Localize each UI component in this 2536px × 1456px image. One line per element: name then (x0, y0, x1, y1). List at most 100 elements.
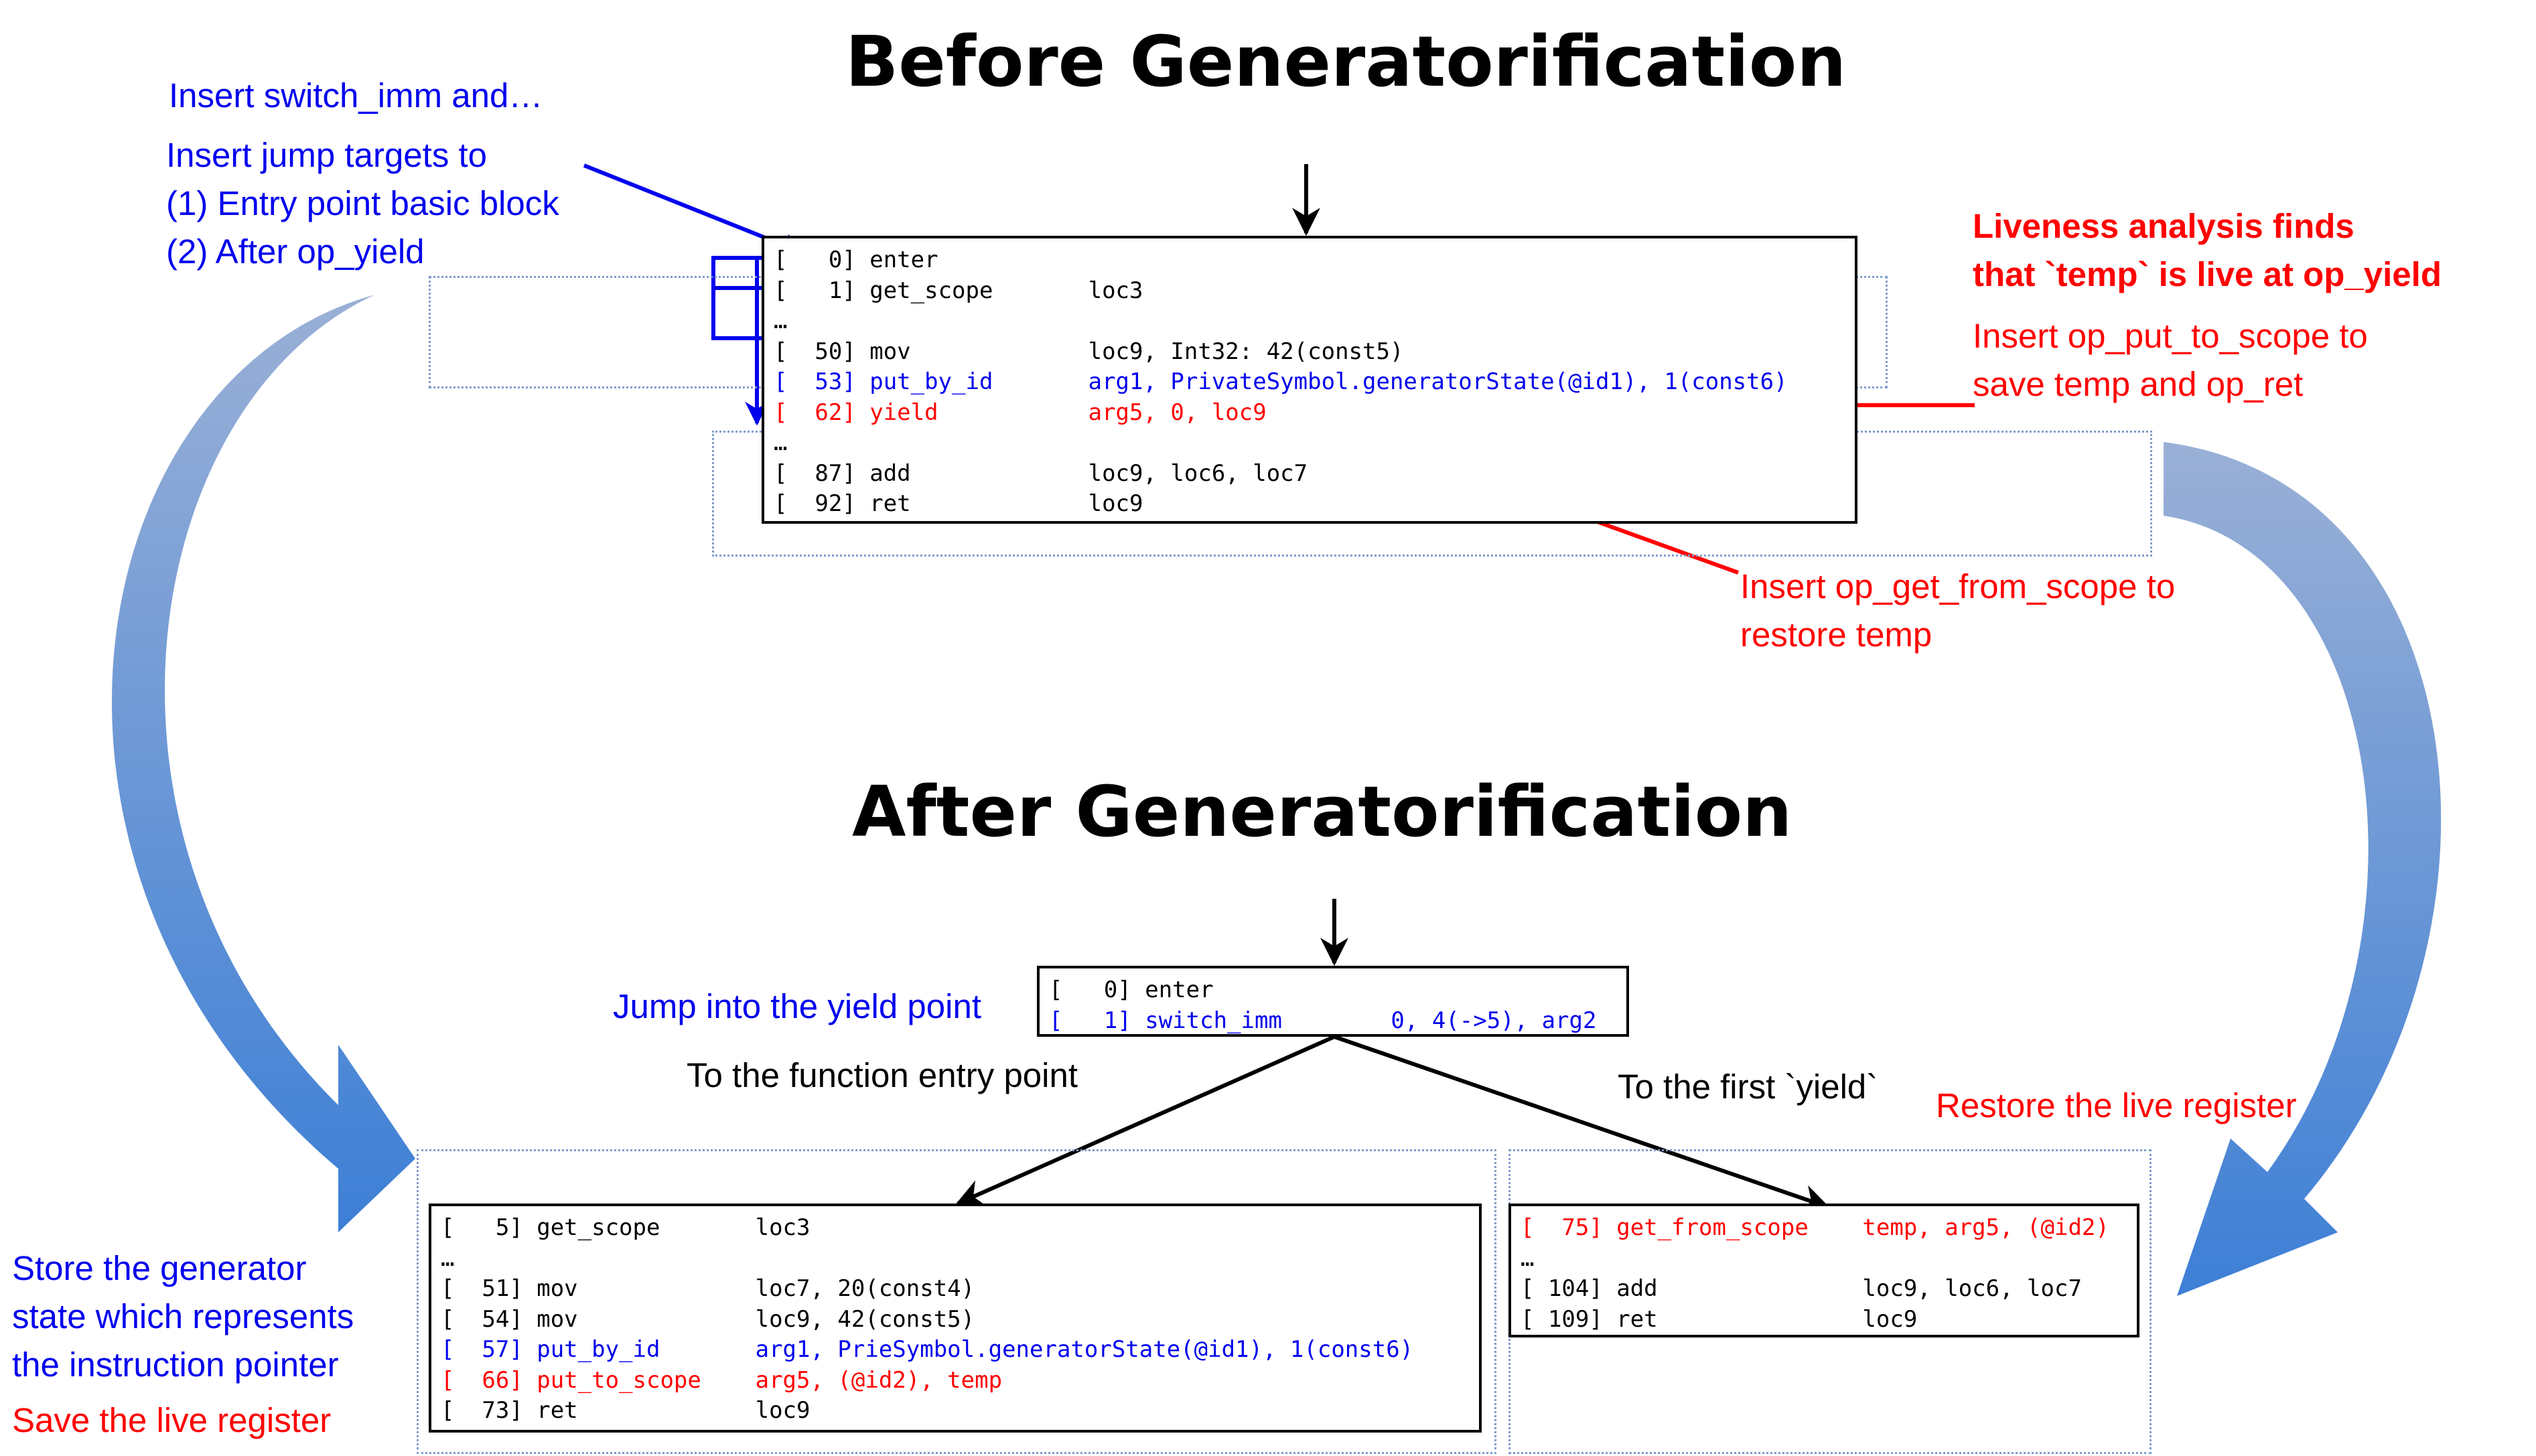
code-opcode: put_to_scope (537, 1366, 701, 1394)
code-operands: arg5, (@id2), temp (755, 1366, 1003, 1394)
code-index: [ 62] (774, 398, 856, 426)
code-index: [ 1] (774, 277, 856, 304)
note-liveness-line: that `temp` is live at op_yield (1973, 255, 2442, 293)
code-line: [ 66] put_to_scope arg5, (@id2), temp (441, 1366, 1470, 1396)
code-operands: arg1, PrieSymbol.generatorState(@id1), 1… (755, 1336, 1414, 1363)
code-line: [ 53] put_by_id arg1, PrivateSymbol.genera… (774, 367, 1845, 398)
code-index: [ 73] (441, 1397, 523, 1424)
code-line: … (774, 306, 1845, 337)
code-operands: loc9 (1862, 1305, 1918, 1333)
code-opcode: ret (869, 490, 911, 517)
code-line: [ 109] ret loc9 (1521, 1305, 2127, 1335)
code-index: [ 87] (774, 459, 856, 487)
code-index: [ 92] (774, 490, 856, 517)
code-operands: loc9 (1088, 490, 1143, 517)
code-operands: arg5, 0, loc9 (1088, 398, 1267, 426)
code-line: [ 1] switch_imm 0, 4(->5), arg2 (1049, 1006, 1617, 1037)
note-get-from-scope-line: restore temp (1740, 615, 1932, 654)
code-line: [ 62] yield arg5, 0, loc9 (774, 398, 1845, 429)
note-get-from-scope-line: Insert op_get_from_scope to (1740, 567, 2176, 605)
code-operands: arg1, PrivateSymbol.generatorState(@id1)… (1088, 368, 1788, 395)
code-index: [ 57] (441, 1336, 523, 1363)
code-line: [ 0] enter (774, 245, 1845, 276)
code-index: [ 0] (1049, 976, 1131, 1003)
code-opcode: add (869, 459, 911, 487)
note-store-state-line: state which represents (12, 1297, 354, 1335)
dashed-region-left (417, 1149, 1496, 1454)
code-index: [ 50] (774, 338, 856, 365)
code-operands: loc9, loc6, loc7 (1088, 459, 1308, 487)
code-opcode: yield (869, 398, 938, 426)
jump-bracket (711, 256, 784, 340)
code-index: [ 1] (1049, 1007, 1131, 1034)
code-opcode: get_scope (869, 277, 993, 304)
code-line: [ 1] get_scope loc3 (774, 276, 1845, 307)
code-opcode: put_by_id (537, 1336, 660, 1363)
code-index: … (1521, 1244, 1535, 1272)
note-insert-switch: Insert switch_imm and… (169, 76, 543, 115)
note-put-to-scope: Insert op_put_to_scope to save temp and … (1973, 312, 2368, 409)
code-opcode: put_by_id (869, 368, 993, 395)
code-opcode: get_scope (537, 1214, 660, 1241)
code-operands: loc9 (755, 1397, 811, 1424)
note-restore-live: Restore the live register (1936, 1086, 2297, 1124)
title-before: Before Generatorification (845, 21, 1847, 102)
code-index: [ 104] (1521, 1275, 1603, 1302)
code-operands: loc9, Int32: 42(const5) (1088, 338, 1404, 365)
code-line: [ 5] get_scope loc3 (441, 1213, 1470, 1244)
code-index: [ 5] (441, 1214, 523, 1241)
note-liveness-line: Liveness analysis finds (1973, 207, 2354, 245)
code-opcode: add (1616, 1275, 1658, 1302)
code-opcode: ret (1616, 1305, 1658, 1333)
note-get-from-scope: Insert op_get_from_scope to restore temp (1740, 563, 2175, 659)
code-line: [ 104] add loc9, loc6, loc7 (1521, 1274, 2127, 1305)
code-operands: loc3 (755, 1214, 811, 1241)
code-index: [ 66] (441, 1366, 523, 1394)
code-line: [ 92] ret loc9 (774, 489, 1845, 520)
code-index: [ 109] (1521, 1305, 1603, 1333)
note-liveness: Liveness analysis finds that `temp` is l… (1973, 202, 2442, 299)
note-to-first-yield: To the first `yield` (1618, 1068, 1878, 1106)
note-store-state: Store the generator state which represen… (12, 1244, 354, 1389)
note-store-state-line: the instruction pointer (12, 1345, 339, 1384)
note-jump-targets-line: (1) Entry point basic block (166, 184, 559, 222)
code-operands: temp, arg5, (@id2) (1862, 1214, 2109, 1241)
note-to-entry: To the function entry point (687, 1056, 1078, 1094)
code-after-left: [ 5] get_scope loc3 …[ 51] mov loc7, 20(const… (429, 1204, 1482, 1433)
code-index: [ 0] (774, 246, 856, 273)
code-line: [ 0] enter (1049, 975, 1617, 1006)
code-operands: loc7, 20(const4) (755, 1275, 975, 1302)
code-opcode: mov (537, 1275, 578, 1302)
code-index: [ 53] (774, 368, 856, 395)
code-operands: 0, 4(->5), arg2 (1391, 1007, 1597, 1034)
right-sweep-arrow (2164, 442, 2442, 1296)
code-opcode: mov (537, 1305, 578, 1333)
note-save-live: Save the live register (12, 1401, 332, 1439)
code-line: … (774, 428, 1845, 459)
branch-arrow-entry (955, 1035, 1336, 1206)
code-index: [ 75] (1521, 1214, 1603, 1241)
code-index: [ 51] (441, 1275, 523, 1302)
code-line: … (441, 1244, 1470, 1275)
code-line: … (1521, 1244, 2127, 1275)
code-index: … (774, 307, 788, 334)
branch-arrow-yield (1334, 1035, 1830, 1212)
note-jump-targets-line: (2) After op_yield (166, 232, 425, 271)
code-operands: loc3 (1088, 277, 1143, 304)
code-opcode: switch_imm (1145, 1007, 1282, 1034)
code-line: [ 54] mov loc9, 42(const5) (441, 1305, 1470, 1335)
code-operands: loc9, loc6, loc7 (1862, 1275, 2082, 1302)
code-line: [ 73] ret loc9 (441, 1396, 1470, 1427)
note-put-to-scope-line: Insert op_put_to_scope to (1973, 317, 2368, 355)
code-operands: loc9, 42(const5) (755, 1305, 975, 1333)
code-opcode: ret (537, 1397, 578, 1424)
code-line: [ 57] put_by_id arg1, PrieSymbol.generator… (441, 1335, 1470, 1366)
code-index: … (774, 429, 788, 456)
code-index: [ 54] (441, 1305, 523, 1333)
code-opcode: enter (869, 246, 938, 273)
code-opcode: enter (1145, 976, 1214, 1003)
